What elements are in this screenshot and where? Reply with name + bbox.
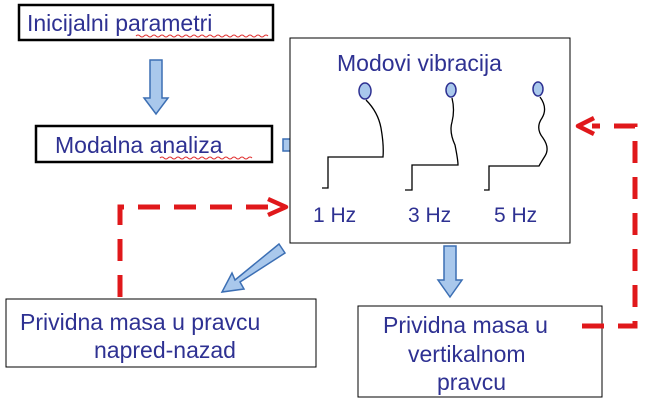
modal-analysis-box: Modalna analiza (34, 124, 274, 164)
dashed-feedback-line (117, 204, 270, 297)
spellcheck-underline (159, 156, 253, 160)
diagonal-arrow-icon (220, 242, 287, 293)
initial-parameters-box: Inicijalni parametri (17, 3, 275, 42)
dashed-feedback-arrow-right (575, 115, 638, 329)
vibration-modes-box: Modovi vibracija 1 Hz 3 Hz 5 Hz (289, 37, 571, 244)
mode-shape-2: 3 Hz (405, 82, 459, 227)
down-arrow-icon (142, 59, 170, 116)
body-curve (405, 97, 459, 191)
apparent-mass-fore-aft-box: Prividna masa u pravcu napred-nazad (5, 298, 317, 368)
mode-frequency-label: 1 Hz (313, 204, 356, 227)
vibration-modes-title: Modovi vibracija (337, 50, 502, 76)
arrow-head-icon (267, 196, 289, 218)
dashed-feedback-line (582, 123, 638, 329)
apparent-mass-fore-aft-border (5, 298, 317, 368)
vibration-modes-border (289, 37, 571, 244)
spellcheck-underline (135, 34, 269, 38)
head-icon (358, 82, 372, 100)
down-arrow-icon (436, 245, 464, 299)
apparent-mass-vertical-line1: Prividna masa u (383, 312, 548, 338)
mode-shape-1: 1 Hz (313, 82, 384, 227)
body-curve (484, 96, 548, 191)
apparent-mass-vertical-border (357, 305, 603, 398)
mode-frequency-label: 5 Hz (494, 204, 537, 227)
body-curve (322, 99, 384, 189)
mode-shape-3: 5 Hz (484, 81, 548, 227)
apparent-mass-vertical-line3: pravcu (437, 369, 506, 395)
apparent-mass-vertical-line2: vertikalnom (408, 341, 526, 367)
mode-frequency-label: 3 Hz (408, 204, 451, 227)
apparent-mass-fore-aft-line2: napred-nazad (94, 337, 236, 363)
initial-parameters-border (17, 3, 275, 42)
apparent-mass-fore-aft-line1: Prividna masa u pravcu (20, 309, 260, 335)
modal-analysis-border (34, 124, 274, 164)
head-icon (532, 81, 544, 97)
modal-analysis-label: Modalna analiza (55, 132, 223, 158)
head-icon (445, 82, 457, 98)
initial-parameters-label: Inicijalni parametri (27, 10, 212, 36)
arrow-head-icon (575, 115, 596, 137)
dashed-feedback-arrow-left (117, 196, 289, 297)
apparent-mass-vertical-box: Prividna masa u vertikalnom pravcu (357, 305, 603, 398)
